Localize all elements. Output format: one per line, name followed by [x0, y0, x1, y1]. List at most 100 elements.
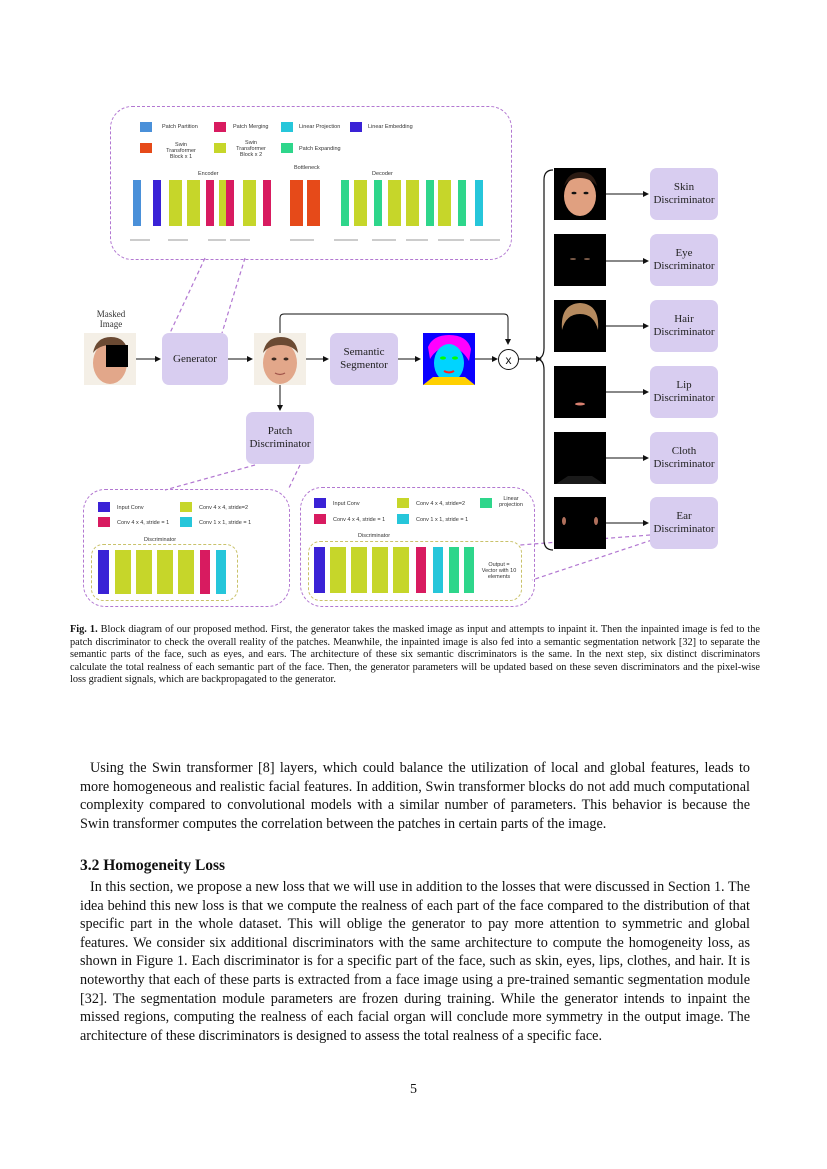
- ppd-bar-conv-3: [372, 547, 388, 593]
- page-number: 5: [410, 1082, 417, 1097]
- ppd-legend-conv4-s2: Conv 4 x 4, stride=2: [416, 501, 466, 507]
- ppd-bar-linear-1: [449, 547, 459, 593]
- eye-discriminator: Eye Discriminator: [650, 234, 718, 286]
- body-paragraph-1: Using the Swin transformer [8] layers, w…: [80, 760, 750, 832]
- legend-swatch-patch-expanding: [281, 143, 293, 153]
- hair-discriminator: Hair Discriminator: [650, 300, 718, 352]
- swin-unet-box: [110, 106, 512, 260]
- dec-bar-expand-4: [458, 180, 466, 226]
- dec-bar-swin-4: [438, 180, 451, 226]
- section-heading: 3.2 Homogeneity Loss: [80, 857, 226, 874]
- dec-bar-swin-3: [406, 180, 419, 226]
- legend-linear-embedding: Linear Embedding: [368, 124, 413, 130]
- cloth-discriminator: Cloth Discriminator: [650, 432, 718, 484]
- pd-bar-conv-3: [157, 550, 173, 594]
- ppd-legend-swatch-linear-projection: [480, 498, 492, 508]
- legend-swatch-linear-embedding: [350, 122, 362, 132]
- pd-bar-conv1x1: [216, 550, 226, 594]
- legend-linear-projection: Linear Projection: [299, 124, 341, 130]
- ppd-legend-linear-projection: Linear projection: [499, 496, 523, 508]
- legend-swatch-swin-block-1: [140, 143, 152, 153]
- legend-swatch-patch-partition: [140, 122, 152, 132]
- caption-text: Block diagram of our proposed method. Fi…: [70, 624, 760, 686]
- ppd-bar-conv-4: [393, 547, 409, 593]
- ppd-bar-input-conv: [314, 547, 325, 593]
- ppd-legend-conv4-s1: Conv 4 x 4, stride = 1: [333, 517, 386, 523]
- lip-discriminator: Lip Discriminator: [650, 366, 718, 418]
- pd-legend-swatch-input-conv: [98, 502, 110, 512]
- ppd-output-label: Output = Vector with 10 elements: [481, 562, 517, 580]
- ppd-legend-swatch-conv1-s1: [397, 514, 409, 524]
- ppd-bar-conv-2: [351, 547, 367, 593]
- ppd-bar-conv1x1-1: [433, 547, 443, 593]
- pd-legend-conv4-s1: Conv 4 x 4, stride = 1: [117, 520, 170, 526]
- pd-legend-swatch-conv4-s1: [98, 517, 110, 527]
- dec-bar-expand-1: [341, 180, 349, 226]
- dec-bar-swin-2: [388, 180, 401, 226]
- caption-label: Fig. 1.: [70, 624, 98, 635]
- encoder-label: Encoder: [198, 171, 219, 177]
- pd-bar-conv-stride1: [200, 550, 210, 594]
- ppd-legend-swatch-input-conv: [314, 498, 326, 508]
- dimension-formulas: [130, 239, 500, 241]
- legend-swatch-patch-merging: [214, 122, 226, 132]
- ppd-bar-conv-1: [330, 547, 346, 593]
- body-paragraph-2: In this section, we propose a new loss t…: [80, 879, 750, 1044]
- enc-bar-swin-1: [169, 180, 182, 226]
- pd-legend-swatch-conv4-s2: [180, 502, 192, 512]
- skin-part-image: [554, 168, 606, 220]
- pd-inner-box: [91, 544, 238, 601]
- enc-bar-swin-2: [187, 180, 200, 226]
- legend-swin-block-1: Swin Transformer Block x 1: [166, 142, 196, 160]
- multiply-symbol: x: [505, 352, 512, 367]
- ppd-legend-input-conv: Input Conv: [333, 501, 360, 507]
- dec-bar-linear-projection: [475, 180, 483, 226]
- pd-bar-conv-2: [136, 550, 152, 594]
- bottleneck-bar-1: [290, 180, 303, 226]
- enc-bar-merge-1: [206, 180, 214, 226]
- pd-legend-title: Discriminator: [144, 537, 177, 543]
- legend-swatch-linear-projection: [281, 122, 293, 132]
- masked-image-label: Masked Image: [96, 309, 126, 329]
- pd-legend-swatch-conv1-s1: [180, 517, 192, 527]
- ppd-bar-conv-stride1: [416, 547, 426, 593]
- legend-patch-expanding: Patch Expanding: [299, 146, 341, 152]
- legend-patch-partition: Patch Partition: [162, 124, 198, 130]
- ppd-bar-linear-2: [464, 547, 474, 593]
- enc-bar-linear-embedding: [153, 180, 161, 226]
- pd-bar-conv-1: [115, 550, 131, 594]
- legend-swin-block-2: Swin Transformer Block x 2: [236, 140, 266, 158]
- eye-part-image: [554, 234, 606, 286]
- pd-legend-conv1-s1: Conv 1 x 1, stride = 1: [199, 520, 252, 526]
- legend-swatch-swin-block-2: [214, 143, 226, 153]
- enc-bar-swin-4: [243, 180, 256, 226]
- encoder-connectors: [136, 169, 653, 581]
- skin-discriminator: Skin Discriminator: [650, 168, 718, 220]
- patch-discriminator-block: Patch Discriminator: [246, 412, 314, 464]
- legend-patch-merging: Patch Merging: [233, 124, 269, 130]
- generator-block: Generator: [162, 333, 228, 385]
- ppd-legend-swatch-conv4-s2: [397, 498, 409, 508]
- ear-discriminator: Ear Discriminator: [650, 497, 718, 549]
- figure-caption: Fig. 1. Block diagram of our proposed me…: [70, 624, 760, 687]
- ppd-legend-swatch-conv4-s1: [314, 514, 326, 524]
- ppd-inner-box: [308, 541, 522, 601]
- dec-bar-expand-2: [374, 180, 382, 226]
- enc-bar-merge-3: [263, 180, 271, 226]
- hair-part-image: [554, 300, 606, 352]
- enc-bar-patch-partition: [133, 180, 141, 226]
- ear-part-image: [554, 497, 606, 549]
- semantic-segmentor-block: Semantic Segmentor: [330, 333, 398, 385]
- enc-bar-merge-2: [226, 180, 234, 226]
- pd-legend-input-conv: Input Conv: [117, 505, 144, 511]
- lip-part-image: [554, 366, 606, 418]
- pd-bar-conv-4: [178, 550, 194, 594]
- decoder-label: Decoder: [372, 171, 393, 177]
- part-disc-arch-box: [300, 487, 535, 607]
- dec-bar-expand-3: [426, 180, 434, 226]
- ppd-legend-title: Discriminator: [358, 533, 391, 539]
- cloth-part-image: [554, 432, 606, 484]
- segmentation-map-image: [423, 333, 475, 385]
- patch-disc-arch-box: [83, 489, 290, 607]
- inpainted-face-image: [254, 333, 306, 385]
